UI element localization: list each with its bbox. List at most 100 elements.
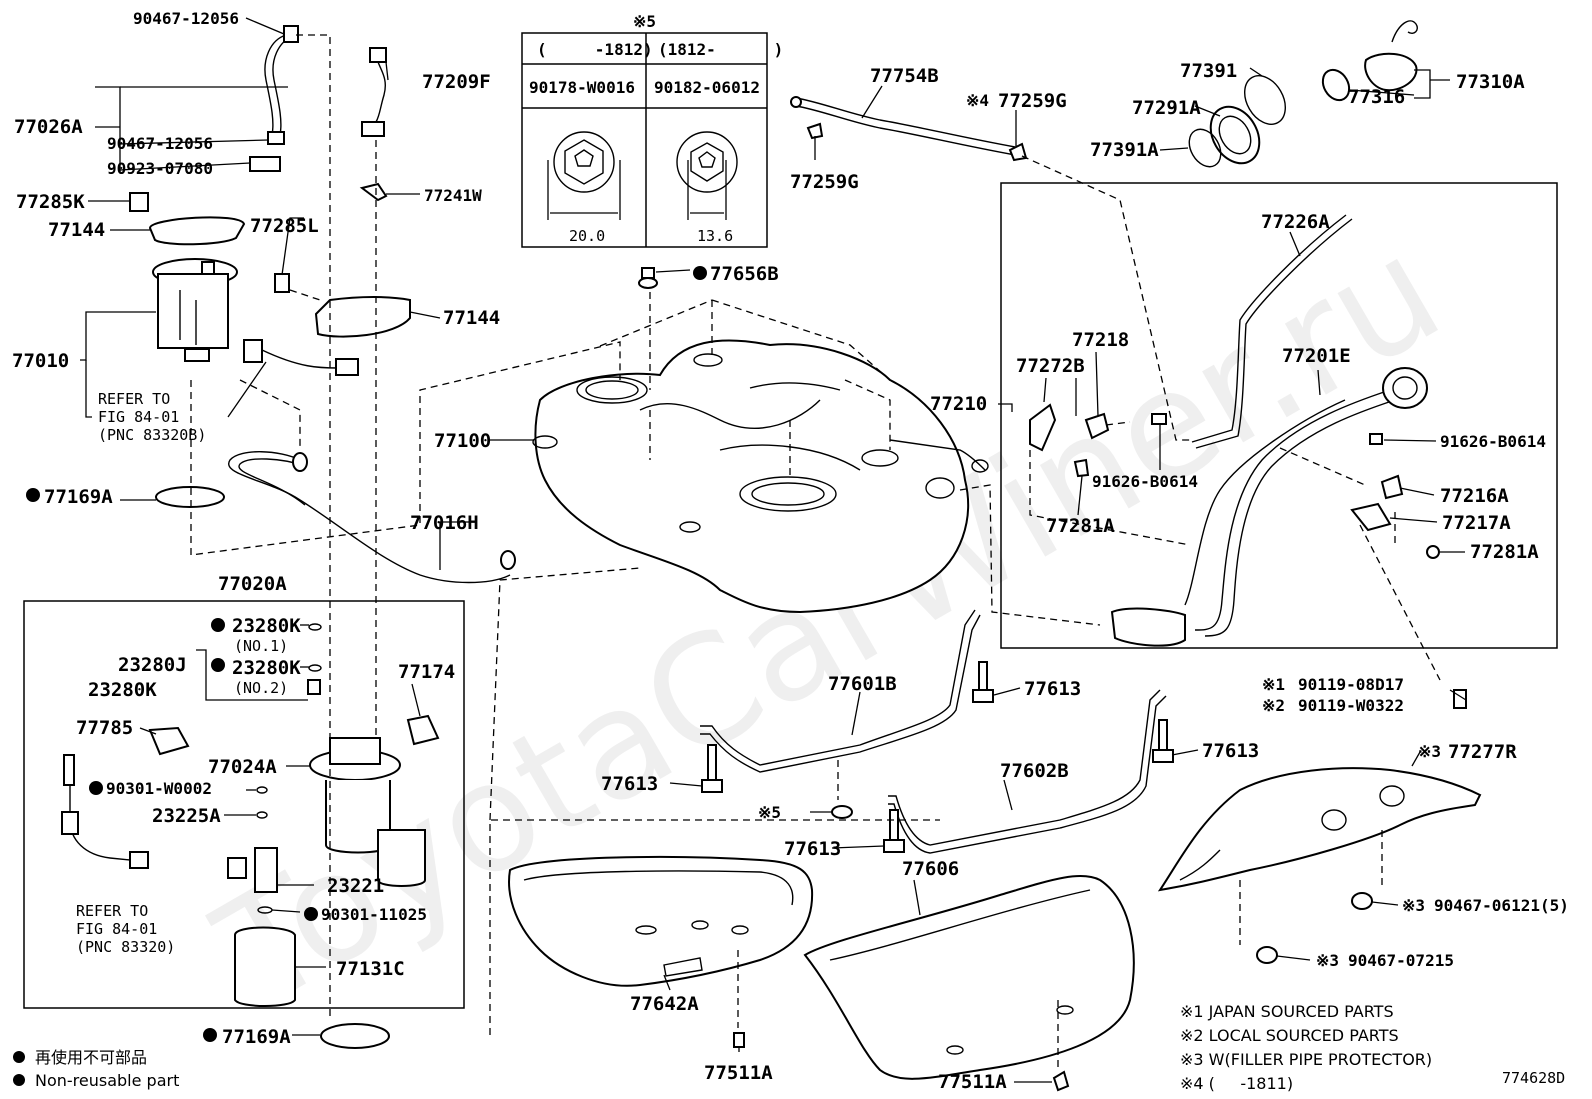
label-77169a-bottom: 77169A	[222, 1026, 291, 1048]
footnote-3: ※3 W(FILLER PIPE PROTECTOR)	[1180, 1050, 1432, 1069]
refer-to-2-line1: REFER TO	[76, 902, 148, 920]
legend-dot-jp	[13, 1051, 25, 1063]
label-23280k-1: 23280K	[232, 615, 301, 637]
assembly-dashed-lines	[190, 34, 1441, 1070]
label-90467-06121-mark: ※3	[1402, 896, 1425, 915]
table-col1-part: 90178-W0016	[529, 78, 635, 97]
non-reusable-dot-23280k-2	[211, 658, 225, 672]
table-col1-range: ( -1812)	[537, 40, 653, 59]
label-77285k: 77285K	[16, 191, 85, 213]
label-77100: 77100	[434, 430, 491, 452]
filler-pipe-group-box	[1000, 182, 1558, 649]
label-77310a: 77310A	[1456, 71, 1525, 93]
label-77272b: 77272B	[1016, 355, 1085, 377]
heat-insulator-77606-drawing	[803, 874, 1135, 1092]
leader-lines	[80, 17, 1467, 1083]
label-77606: 77606	[902, 858, 959, 880]
label-77754b: 77754B	[870, 65, 939, 87]
grommet-77656b-drawing	[638, 267, 658, 289]
label-90467-06121: 90467-06121(5)	[1434, 896, 1569, 915]
table-col2-range: (1812- )	[658, 40, 783, 59]
label-77259g-left: 77259G	[790, 171, 859, 193]
label-77281a-left: 77281A	[1046, 515, 1115, 537]
refer-to-1-line1: REFER TO	[98, 390, 170, 408]
gasket-77169a-top-drawing	[155, 486, 225, 508]
label-77201e: 77201E	[1282, 345, 1351, 367]
gasket-77169a-bottom-drawing	[320, 1023, 390, 1049]
pump-top-left-drawing	[129, 25, 411, 376]
label-23280k-group: 23280K	[88, 679, 157, 701]
table-mark: ※5	[633, 12, 656, 31]
refer-to-1-line3: (PNC 83320B)	[98, 426, 206, 444]
label-90301-11025: 90301-11025	[321, 905, 427, 924]
non-reusable-dot-90301-w0002	[89, 781, 103, 795]
non-reusable-dot-90301-11025	[304, 907, 318, 921]
filler-pipe-drawing	[1029, 214, 1467, 709]
legend-dot-en	[13, 1074, 25, 1086]
hose-77016h-drawing	[228, 451, 516, 584]
label-77613-b: 77613	[1202, 740, 1259, 762]
label-90467-12056-top: 90467-12056	[133, 9, 239, 28]
label-77642a: 77642A	[630, 993, 699, 1015]
filler-pipe-protector-77277r-drawing	[1157, 767, 1482, 964]
label-23280k-1-sub: (NO.1)	[234, 637, 288, 655]
table-col1-dim: 20.0	[569, 227, 605, 245]
fuel-tank-drawing	[532, 339, 989, 614]
non-reusable-dot-77169a-top	[26, 488, 40, 502]
filler-cap-drawing	[790, 20, 1418, 168]
label-77613-c: 77613	[601, 773, 658, 795]
label-77131c: 77131C	[336, 958, 405, 980]
label-77026a: 77026A	[14, 116, 83, 138]
label-90467-07215-mark: ※3	[1316, 951, 1339, 970]
non-reusable-dot-23280k-1	[211, 618, 225, 632]
diagram-code: 774628D	[1502, 1069, 1565, 1087]
refer-to-1-line2: FIG 84-01	[98, 408, 179, 426]
non-reusable-dot-77169a-bottom	[203, 1028, 217, 1042]
fuel-pump-group-box	[23, 600, 465, 1009]
label-23280j: 23280J	[118, 654, 187, 676]
tank-protector-77642a-drawing	[508, 856, 814, 1048]
label-90119-08d17: 90119-08D17	[1298, 675, 1404, 694]
label-77511a-right: 77511A	[938, 1071, 1007, 1093]
label-77285l: 77285L	[250, 215, 319, 237]
label-77785: 77785	[76, 717, 133, 739]
label-77020a: 77020A	[218, 573, 287, 595]
label-23221: 23221	[327, 875, 384, 897]
label-91626-b0614-left: 91626-B0614	[1092, 472, 1198, 491]
refer-to-2-line2: FIG 84-01	[76, 920, 157, 938]
footnote-1: ※1 JAPAN SOURCED PARTS	[1180, 1002, 1394, 1021]
label-77241w: 77241W	[424, 186, 482, 205]
label-23225a: 23225A	[152, 805, 221, 827]
label-77217a: 77217A	[1442, 512, 1511, 534]
label-77216a: 77216A	[1440, 485, 1509, 507]
sensor-wire-77209f-drawing	[359, 47, 388, 202]
label-77218: 77218	[1072, 329, 1129, 351]
label-90119-08d17-mark: ※1	[1262, 675, 1285, 694]
fuel-pump-group-drawing	[61, 623, 440, 1007]
label-90119-w0322-mark: ※2	[1262, 696, 1285, 715]
label-77169a-top: 77169A	[44, 486, 113, 508]
label-77277r: 77277R	[1448, 741, 1517, 763]
label-77613-d: 77613	[784, 838, 841, 860]
washer-spec-table	[521, 32, 768, 248]
label-90467-12056-mid: 90467-12056	[107, 134, 213, 153]
label-77016h: 77016H	[410, 512, 479, 534]
label-77656b: 77656B	[710, 263, 779, 285]
non-reusable-dot-77656b	[693, 266, 707, 280]
label-strap-mark-5: ※5	[758, 803, 781, 822]
legend-non-reusable-jp: 再使用不可部品	[35, 1048, 147, 1067]
label-77210: 77210	[930, 393, 987, 415]
label-77391: 77391	[1180, 60, 1237, 82]
label-91626-b0614-right: 91626-B0614	[1440, 432, 1546, 451]
label-90119-w0322: 90119-W0322	[1298, 696, 1404, 715]
legend-non-reusable-en: Non-reusable part	[35, 1071, 179, 1090]
table-col2-dim: 13.6	[697, 227, 733, 245]
label-77144-mid: 77144	[443, 307, 500, 329]
label-77226a: 77226A	[1261, 211, 1330, 233]
label-77259g-top: 77259G	[998, 90, 1067, 112]
label-77613-a: 77613	[1024, 678, 1081, 700]
label-23280k-2: 23280K	[232, 657, 301, 679]
table-col2-part: 90182-06012	[654, 78, 760, 97]
label-77174: 77174	[398, 661, 455, 683]
